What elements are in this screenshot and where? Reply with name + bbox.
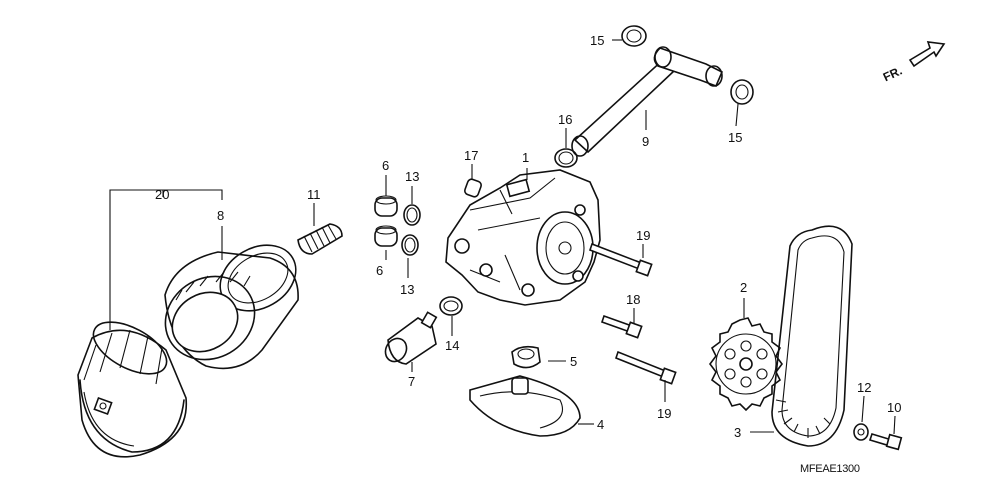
washer-12 [853, 423, 869, 441]
callout-19-lower: 19 [657, 406, 671, 421]
callout-6-lower: 6 [376, 263, 383, 278]
diagram-code: MFEAE1300 [800, 463, 860, 475]
o-ring-15-upper [621, 25, 647, 47]
callout-1: 1 [522, 150, 529, 165]
callout-13-upper: 13 [405, 169, 419, 184]
o-ring-upper [403, 204, 421, 226]
front-direction-label: FR. [881, 64, 904, 85]
callout-5: 5 [570, 354, 577, 369]
callout-10: 10 [887, 400, 901, 415]
o-ring-lower [401, 234, 419, 256]
bolt-10 [868, 433, 903, 451]
callout-19-upper: 19 [636, 228, 650, 243]
oil-pipe [571, 46, 724, 157]
callout-9: 9 [642, 134, 649, 149]
o-ring-16 [554, 148, 578, 168]
callout-14: 14 [445, 338, 459, 353]
callout-4: 4 [597, 417, 604, 432]
leader-lines [109, 39, 896, 435]
callout-3: 3 [734, 425, 741, 440]
callout-13-lower: 13 [400, 282, 414, 297]
callout-2: 2 [740, 280, 747, 295]
callout-8: 8 [217, 208, 224, 223]
callout-6-upper: 6 [382, 158, 389, 173]
stud-bolt [297, 223, 343, 255]
oil-filter-outer [77, 321, 188, 458]
callout-7: 7 [408, 374, 415, 389]
o-ring-15-lower [730, 79, 754, 105]
oil-joint-collar [384, 311, 438, 365]
driven-sprocket [709, 317, 783, 412]
drive-chain [771, 225, 853, 447]
oil-fitting [511, 345, 541, 369]
oil-strainer [469, 375, 581, 437]
bolt-19-lower [615, 350, 677, 385]
dowel-pin-upper [374, 195, 398, 217]
callout-15-upper: 15 [590, 33, 604, 48]
callout-20: 20 [155, 187, 169, 202]
bolt-18 [600, 314, 643, 339]
callout-17: 17 [464, 148, 478, 163]
callout-18: 18 [626, 292, 640, 307]
callout-16: 16 [558, 112, 572, 127]
dowel-pin-lower [374, 225, 398, 247]
callout-labels: 1 2 3 4 5 6 6 7 8 9 10 11 12 13 13 14 15… [155, 33, 901, 440]
bolt-19-upper [588, 242, 653, 277]
dowel-pin-17 [464, 178, 482, 198]
callout-12: 12 [857, 380, 871, 395]
callout-15-lower: 15 [728, 130, 742, 145]
front-direction-arrow-icon [908, 41, 946, 68]
o-ring-14 [439, 296, 463, 316]
oil-pump-body [445, 169, 601, 306]
oil-filter-cartridge [164, 244, 299, 370]
callout-11: 11 [307, 187, 321, 202]
